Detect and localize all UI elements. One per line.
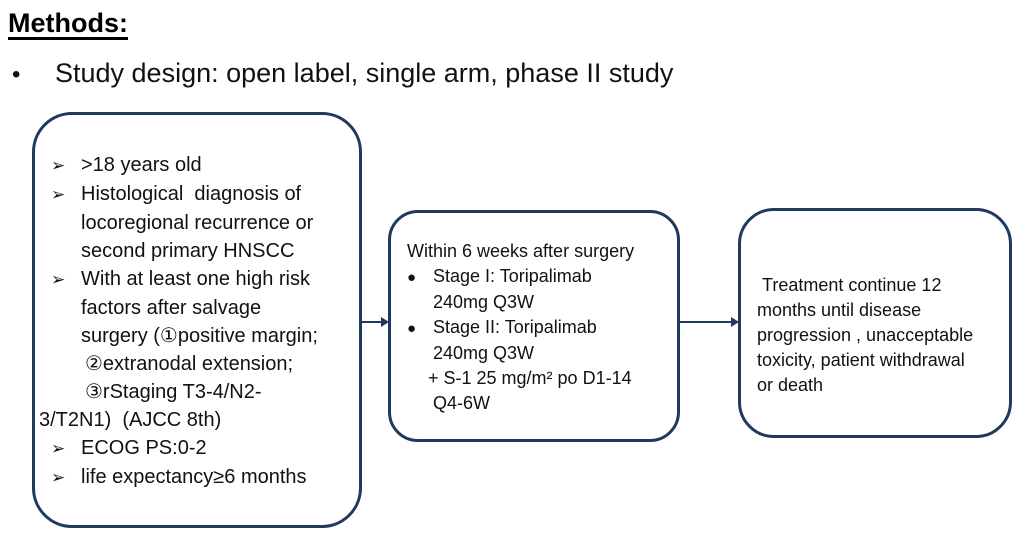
circle-bullet-icon: ● [407, 320, 417, 337]
triangle-bullet-icon: ➢ [51, 270, 66, 289]
treatment-text: Stage I: Toripalimab [433, 266, 592, 286]
eligibility-text: surgery (①positive margin; [81, 325, 318, 347]
eligibility-box: ➢ >18 years old ➢ Histological diagnosis… [32, 112, 362, 528]
treatment-item-continuation: + S-1 25 mg/m² po D1-14 [407, 366, 669, 391]
followup-text: months until disease [757, 300, 922, 320]
eligibility-text: ③rStaging T3-4/N2- [85, 381, 262, 403]
treatment-item-continuation: 240mg Q3W [407, 341, 669, 366]
treatment-heading-text: Within 6 weeks after surgery [407, 241, 635, 261]
arrow-right-icon [731, 317, 739, 327]
followup-box: Treatment continue 12 months until disea… [738, 208, 1012, 438]
eligibility-item-continuation: 3/T2N1) (AJCC 8th) [35, 406, 359, 434]
arrow-shaft [361, 321, 384, 323]
treatment-item-continuation: Q4-6W [407, 391, 669, 416]
treatment-box: Within 6 weeks after surgery ● Stage I: … [388, 210, 680, 442]
eligibility-item: ➢ life expectancy≥6 months [35, 463, 359, 492]
page-title: Methods: [8, 8, 128, 38]
eligibility-text: factors after salvage [81, 297, 262, 319]
followup-text: Treatment continue 12 [757, 275, 942, 295]
eligibility-item-continuation: ③rStaging T3-4/N2- [35, 378, 359, 406]
connector-arrow-1 [361, 316, 389, 328]
eligibility-item: ➢ Histological diagnosis of [35, 180, 359, 209]
triangle-bullet-icon: ➢ [51, 156, 66, 175]
eligibility-text: ECOG PS:0-2 [81, 437, 207, 459]
bullet-icon: • [12, 61, 21, 88]
followup-text: or death [757, 375, 824, 395]
treatment-item: ● Stage II: Toripalimab [407, 315, 669, 341]
eligibility-text: 3/T2N1) (AJCC 8th) [39, 409, 222, 431]
eligibility-item: ➢ With at least one high risk [35, 265, 359, 294]
eligibility-text: With at least one high risk [81, 268, 310, 290]
eligibility-item-continuation: locoregional recurrence or [35, 209, 359, 237]
treatment-text: 240mg Q3W [433, 292, 535, 312]
eligibility-item-continuation: surgery (①positive margin; [35, 322, 359, 350]
study-design-text: Study design: open label, single arm, ph… [55, 58, 674, 88]
treatment-item-continuation: 240mg Q3W [407, 290, 669, 315]
triangle-bullet-icon: ➢ [51, 185, 66, 204]
triangle-bullet-icon: ➢ [51, 468, 66, 487]
treatment-text: Stage II: Toripalimab [433, 317, 597, 337]
eligibility-item: ➢ ECOG PS:0-2 [35, 434, 359, 463]
followup-text: toxicity, patient withdrawal [757, 350, 965, 370]
followup-text: progression , unacceptable [757, 325, 974, 345]
eligibility-item: ➢ >18 years old [35, 151, 359, 180]
eligibility-text: ②extranodal extension; [85, 353, 294, 375]
connector-arrow-2 [679, 316, 739, 328]
treatment-text: Q4-6W [433, 393, 491, 413]
treatment-text: 240mg Q3W [433, 343, 535, 363]
triangle-bullet-icon: ➢ [51, 439, 66, 458]
treatment-text: + S-1 25 mg/m² po D1-14 [428, 368, 632, 388]
arrow-right-icon [381, 317, 389, 327]
eligibility-item-continuation: ②extranodal extension; [35, 350, 359, 378]
eligibility-text: locoregional recurrence or [81, 212, 314, 234]
study-design-bullet: • Study design: open label, single arm, … [12, 58, 673, 89]
treatment-heading: Within 6 weeks after surgery [407, 239, 669, 264]
circle-bullet-icon: ● [407, 269, 417, 286]
eligibility-item-continuation: second primary HNSCC [35, 237, 359, 265]
eligibility-item-continuation: factors after salvage [35, 294, 359, 322]
eligibility-text: life expectancy≥6 months [81, 466, 307, 488]
eligibility-text: >18 years old [81, 154, 202, 176]
eligibility-text: Histological diagnosis of [81, 183, 302, 205]
eligibility-text: second primary HNSCC [81, 240, 295, 262]
treatment-item: ● Stage I: Toripalimab [407, 264, 669, 290]
arrow-shaft [679, 321, 734, 323]
